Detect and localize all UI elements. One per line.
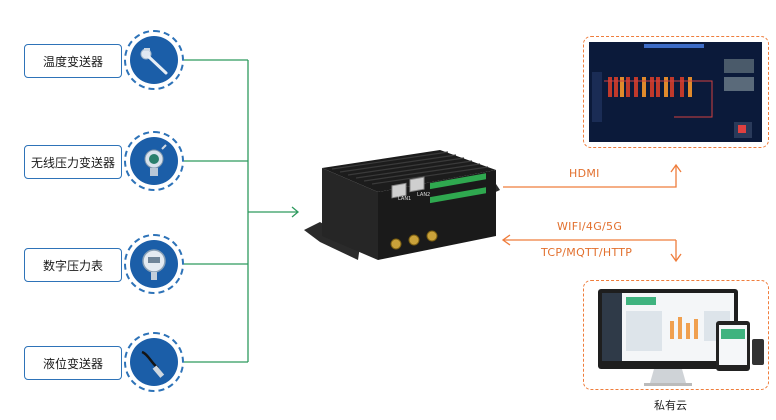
- sensor-circle-digital-gauge: [124, 234, 184, 294]
- wireless-pressure-sensor-icon: [144, 144, 167, 176]
- sensor-circle-wireless-pressure: [124, 131, 184, 191]
- cloud-caption: 私有云: [654, 399, 687, 412]
- sensor-label-level: 液位变送器: [24, 346, 122, 380]
- sensor-label-digital-gauge: 数字压力表: [24, 248, 122, 282]
- sensor-circle-level: [124, 332, 184, 392]
- cloud-arrow-left: [501, 234, 511, 246]
- edge-gateway-device-icon: [304, 150, 500, 260]
- hdmi-arrow: [670, 163, 682, 173]
- port-label-lan2: LAN2: [417, 192, 431, 198]
- sensor-label-temperature: 温度变送器: [24, 44, 122, 78]
- digital-pressure-gauge-icon: [142, 249, 166, 280]
- sensor-circle-temperature: [124, 30, 184, 90]
- arrow-to-gateway: [291, 206, 300, 218]
- protocols-label: TCP/MQTT/HTTP: [541, 246, 633, 259]
- wireless-label: WIFI/4G/5G: [557, 220, 623, 233]
- computer-dashboard-icon: [598, 289, 764, 386]
- scada-monitor-screen-icon: [589, 42, 762, 142]
- level-sensor-icon: [141, 350, 165, 378]
- hdmi-connector: [503, 166, 677, 188]
- hdmi-label: HDMI: [569, 167, 600, 180]
- sensor-label-wireless-pressure: 无线压力变送器: [24, 145, 122, 179]
- temperature-probe-icon: [140, 48, 168, 75]
- cloud-screen-box: [583, 280, 769, 390]
- cloud-arrow-down: [670, 253, 682, 263]
- port-label-lan1: LAN1: [398, 196, 412, 202]
- scada-screen-box: [583, 36, 769, 148]
